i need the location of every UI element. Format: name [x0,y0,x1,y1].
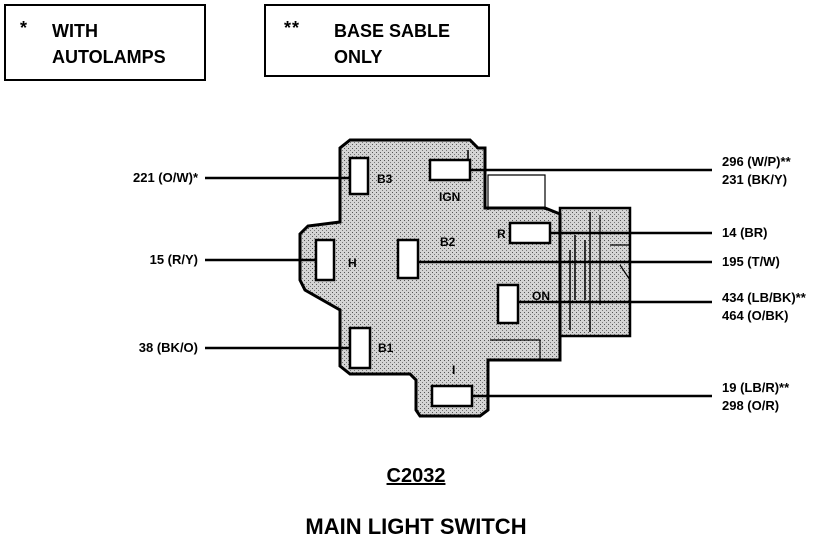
terminal-blade-on [496,283,520,325]
legend-line: WITH [52,21,98,41]
terminal-blade-h [314,238,336,282]
terminal-label-b2: B2 [440,235,456,249]
legend-symbol: ** [284,18,301,38]
terminal-blade-b3 [348,156,370,196]
wire-label: 296 (W/P)** [722,154,792,169]
legend-line: AUTOLAMPS [52,47,166,67]
connector-id: C2032 [0,465,832,488]
wire-label: 464 (O/BK) [722,308,788,323]
terminal-label-b1: B1 [378,341,394,355]
terminal-label-i: I [452,363,455,377]
terminal-blade-b2 [396,238,420,280]
connector-body [298,138,562,418]
terminal-blade-r [508,221,552,245]
legend-line: ONLY [334,47,383,67]
terminal-label-h: H [348,256,357,270]
legend-text: WITH AUTOLAMPS [52,18,166,70]
connector-rear-housing [558,206,632,338]
legend-base-sable: ** BASE SABLE ONLY [264,4,490,77]
terminal-blade-ign [428,158,472,182]
legend-symbol: * [20,18,29,38]
wire-label: 14 (BR) [722,225,768,240]
wire-label: 221 (O/W)* [133,170,199,185]
terminal-label-on: ON [532,289,550,303]
terminal-label-b3: B3 [377,172,393,186]
connector-id-text: C2032 [386,465,446,487]
wire-label: 38 (BK/O) [139,340,198,355]
terminal-blade-i [430,384,474,408]
terminal-blade-b1 [348,326,372,370]
wire-label: 434 (LB/BK)** [722,290,807,305]
terminal-label-r: R [497,227,506,241]
wire-label: 15 (R/Y) [150,252,198,267]
terminal-label-ign: IGN [439,190,460,204]
component-name: MAIN LIGHT SWITCH [305,514,527,539]
legend-autolamps: * WITH AUTOLAMPS [4,4,206,81]
legend-line: BASE SABLE [334,21,451,41]
wire-label: 19 (LB/R)** [722,380,790,395]
wire-label: 231 (BK/Y) [722,172,787,187]
wire-label: 195 (T/W) [722,254,780,269]
wire-label: 298 (O/R) [722,398,779,413]
legend-text: BASE SABLE ONLY [334,18,450,70]
